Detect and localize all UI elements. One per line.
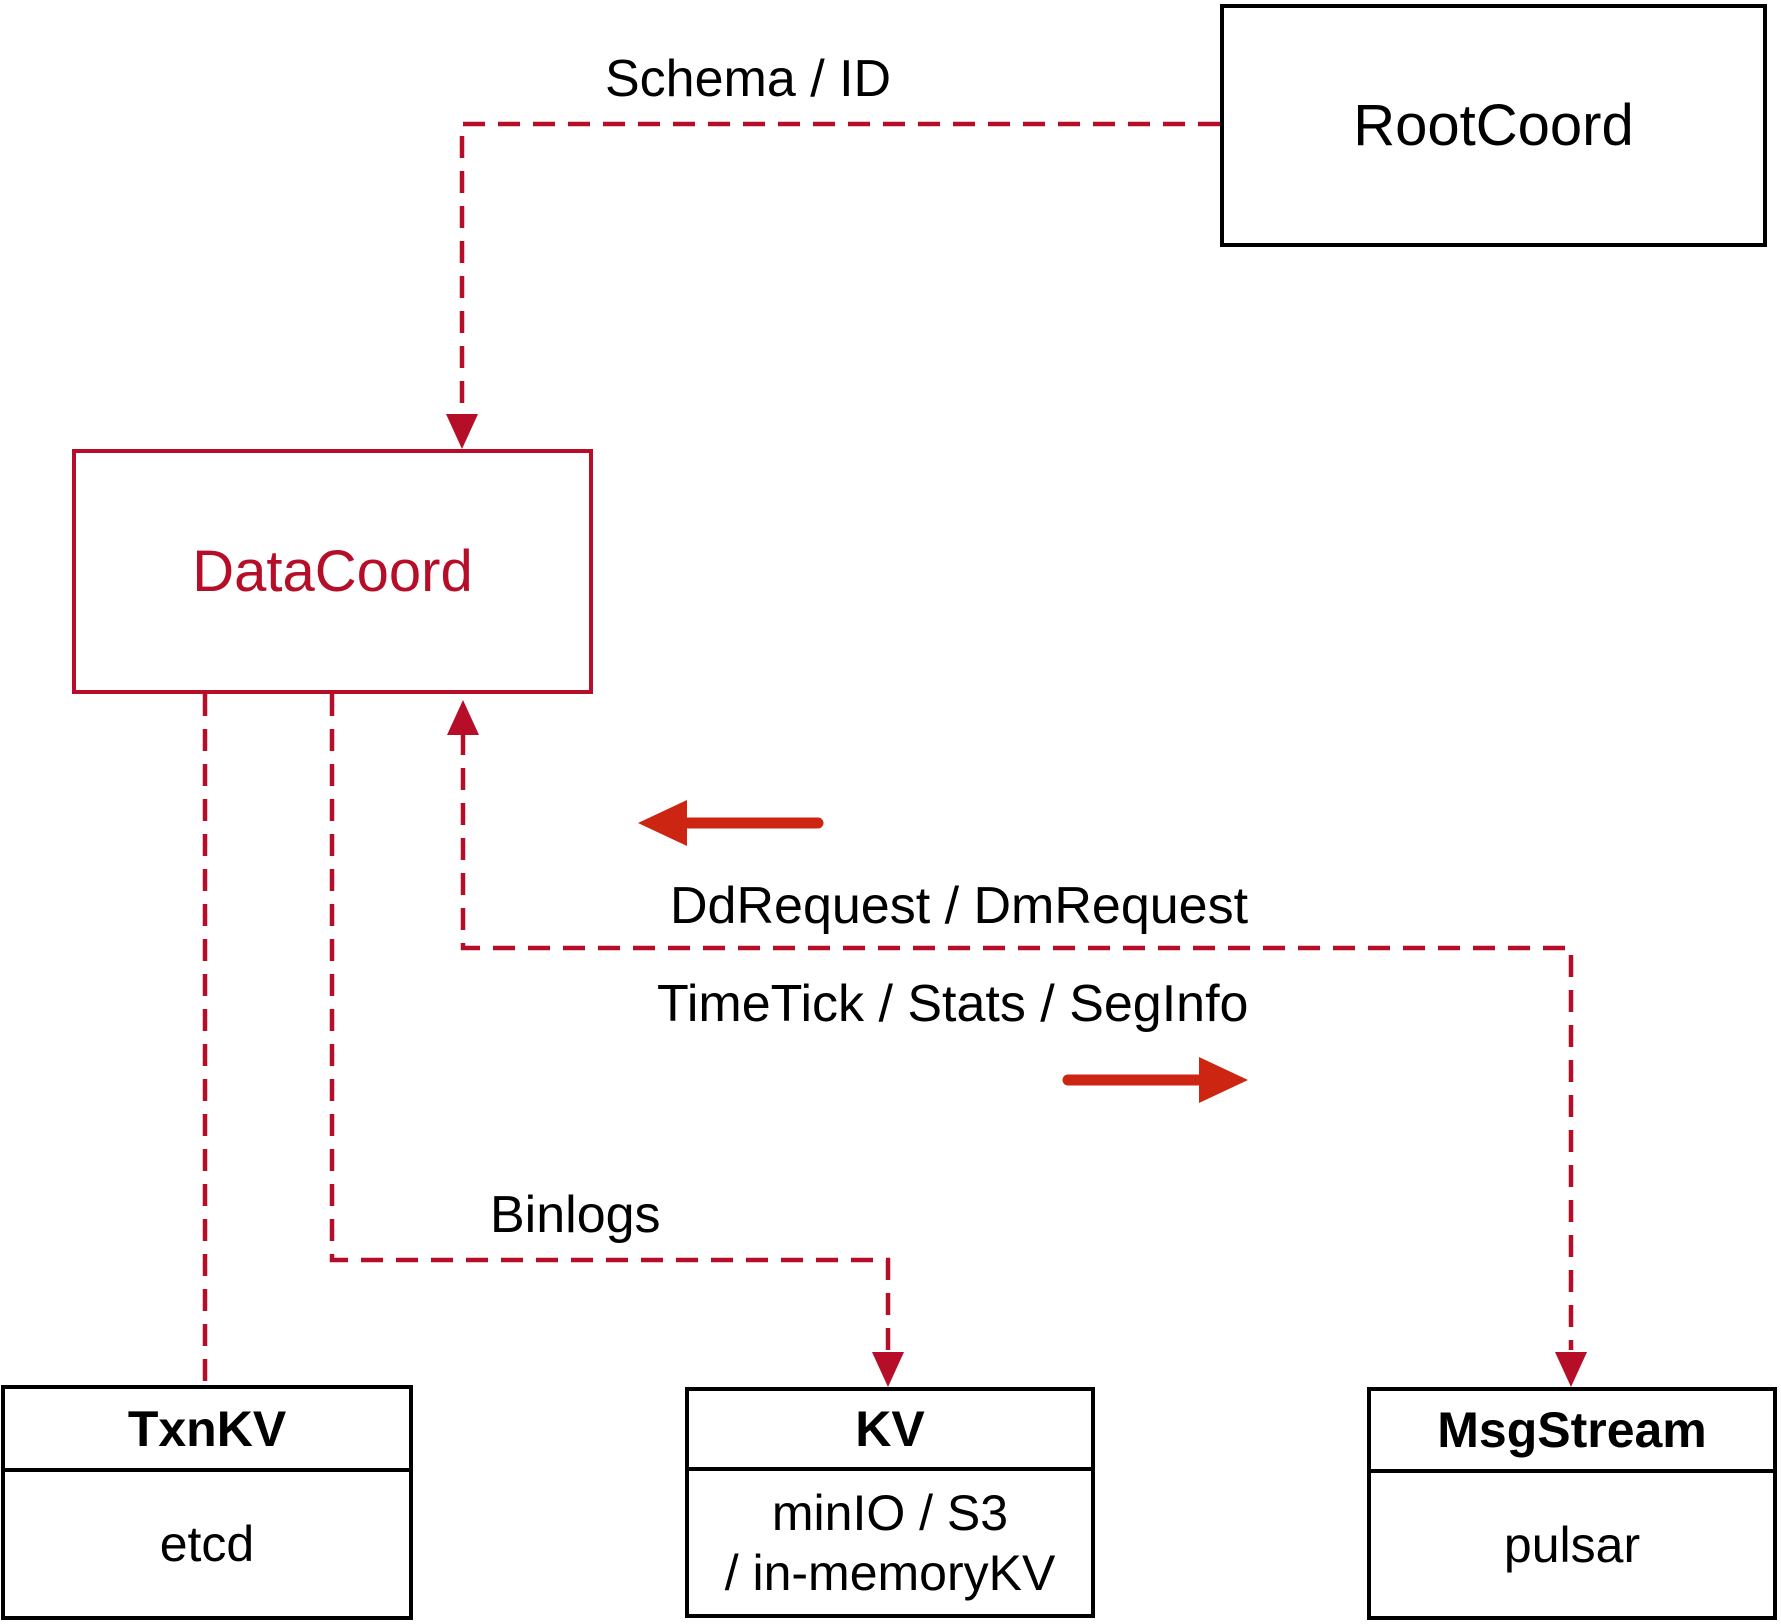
- node-kv: KV minIO / S3 / in-memoryKV: [685, 1387, 1095, 1618]
- edge-label-ddrequest-dmrequest: DdRequest / DmRequest: [670, 877, 1249, 935]
- txnkv-header: TxnKV: [5, 1389, 409, 1472]
- arrowhead-down-into-msgstream-icon: [1555, 1352, 1587, 1387]
- kv-header: KV: [689, 1391, 1091, 1471]
- msgstream-header: MsgStream: [1371, 1391, 1773, 1473]
- arrowhead-down-into-datacoord-icon: [446, 414, 478, 449]
- node-txnkv: TxnKV etcd: [1, 1385, 413, 1620]
- kv-body: minIO / S3 / in-memoryKV: [689, 1471, 1091, 1614]
- edge-label-binlogs: Binlogs: [490, 1186, 661, 1244]
- kv-body-line2: / in-memoryKV: [724, 1544, 1056, 1601]
- arrow-right-icon: [1062, 1057, 1248, 1103]
- edge-label-schema-id: Schema / ID: [605, 50, 892, 108]
- arrowhead-up-into-datacoord-bottom-icon: [447, 700, 479, 735]
- msgstream-body: pulsar: [1503, 1516, 1641, 1573]
- node-msgstream: MsgStream pulsar: [1367, 1387, 1777, 1620]
- rootcoord-label: RootCoord: [1353, 93, 1634, 158]
- edge-binlogs-line: [329, 694, 891, 1350]
- node-datacoord: DataCoord: [72, 449, 593, 694]
- kv-body-line1: minIO / S3: [771, 1484, 1009, 1541]
- txnkv-body: etcd: [159, 1516, 255, 1572]
- edge-msgstream-datacoord-line: [460, 733, 1574, 1350]
- datacoord-label: DataCoord: [192, 539, 473, 604]
- edge-label-timetick-stats-seginfo: TimeTick / Stats / SegInfo: [657, 975, 1249, 1033]
- edge-schema-id-line: [459, 121, 1220, 410]
- arrowhead-down-into-kv-icon: [872, 1352, 904, 1387]
- node-rootcoord: RootCoord: [1220, 4, 1767, 247]
- arrow-left-icon: [638, 800, 824, 846]
